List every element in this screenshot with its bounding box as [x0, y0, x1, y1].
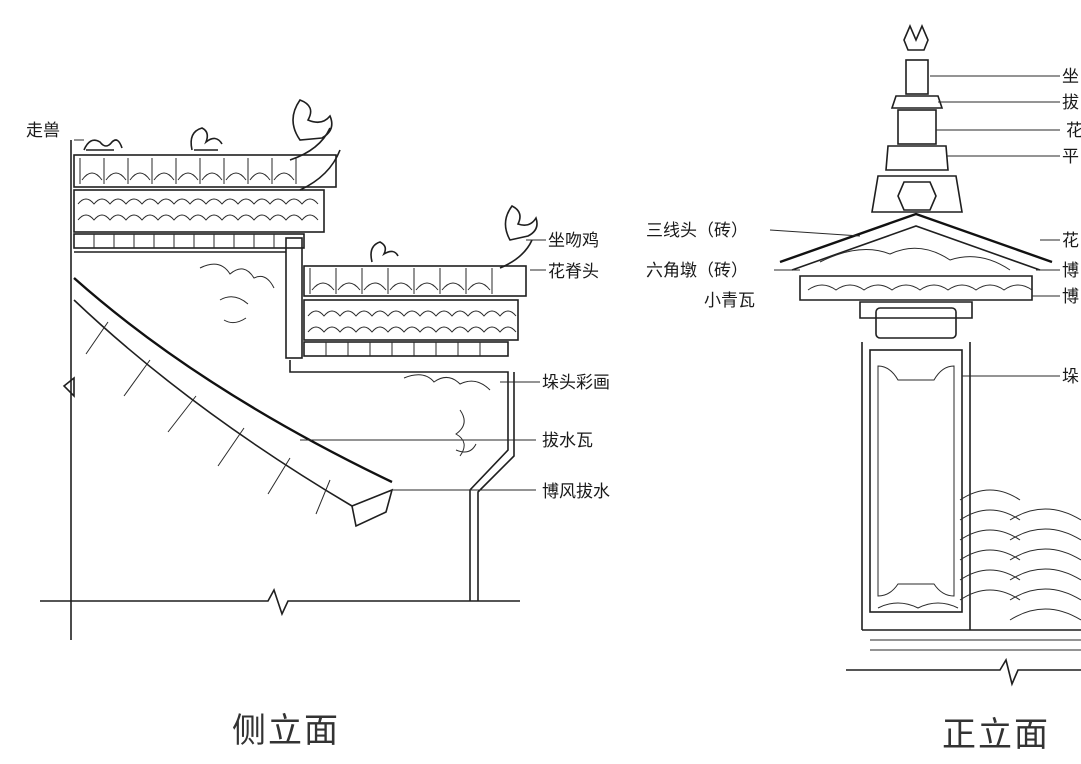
- label-boshuiwa: 拔水瓦: [542, 431, 593, 451]
- front-right-leaders: [930, 75, 1060, 377]
- duotou-painting: [403, 374, 491, 457]
- label-cut-7: 垛: [1062, 367, 1079, 387]
- front-column: [861, 342, 1081, 631]
- ornament-2: [190, 127, 223, 151]
- side-view-caption: 侧立面: [232, 711, 340, 751]
- ornament-lower-mid: [370, 241, 399, 263]
- wall-painting-upper: [199, 263, 275, 324]
- wenji-ornament-upper: [292, 99, 333, 141]
- background-tiles: [959, 489, 1081, 621]
- front-view-caption: 正立面: [942, 715, 1050, 755]
- wenji-ornament-lower: [504, 204, 538, 241]
- label-duotou: 垛头彩画: [542, 373, 610, 393]
- label-liujiaodun: 六角墩（砖）: [646, 261, 748, 281]
- label-sanxiantou: 三线头（砖）: [646, 221, 748, 241]
- bofeng-curve: [62, 277, 394, 528]
- label-huajitou: 花脊头: [548, 262, 599, 282]
- label-cut-3: 平: [1062, 147, 1079, 167]
- lower-roof: [303, 204, 538, 357]
- label-bofeng: 博风拔水: [542, 482, 610, 502]
- label-cut-4: 花: [1062, 231, 1079, 251]
- upper-roof: [73, 99, 341, 249]
- label-cut-6: 博: [1062, 287, 1079, 307]
- upper-ridge-tiles: [79, 158, 297, 184]
- side-elevation: 走兽 坐吻鸡 花脊头 垛头彩画 拔水瓦 博风拔水 侧立面: [26, 99, 610, 751]
- label-xiaoqingwa: 小青瓦: [704, 291, 755, 311]
- label-cut-2: 花: [1066, 121, 1081, 141]
- side-leaders: [74, 139, 546, 491]
- label-cut-0: 坐: [1062, 67, 1079, 87]
- label-cut-5: 博: [1062, 261, 1079, 281]
- zoushou-ornament: [83, 139, 123, 151]
- finial: [871, 23, 963, 213]
- front-roof: [779, 212, 1053, 339]
- front-elevation: 三线头（砖） 六角墩（砖） 小青瓦 坐 拔 花 平 花 博 博 垛 正立面: [646, 23, 1081, 755]
- label-zuowenji: 坐吻鸡: [548, 231, 599, 251]
- label-zoushou: 走兽: [26, 121, 60, 141]
- label-cut-1: 拔: [1062, 93, 1079, 113]
